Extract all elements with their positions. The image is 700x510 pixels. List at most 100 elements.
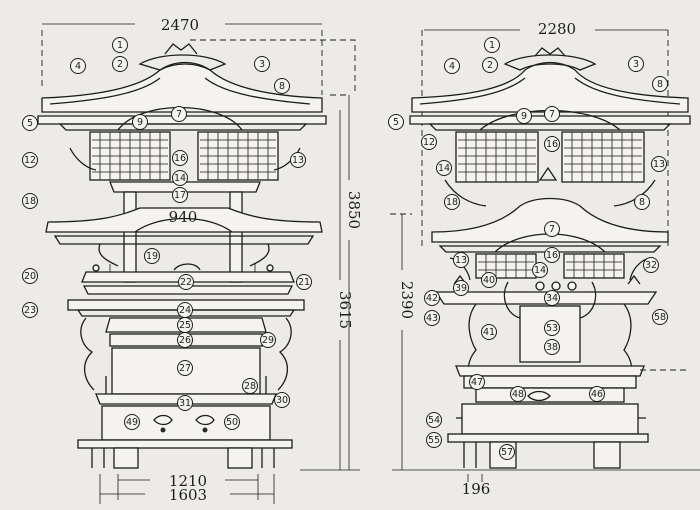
- svg-text:55: 55: [428, 435, 440, 446]
- dim-left-base-outer: 1603: [169, 486, 207, 504]
- right-callout-4: 4: [444, 58, 460, 74]
- right-callout-41: 41: [481, 324, 497, 340]
- svg-text:22: 22: [180, 277, 192, 288]
- svg-text:50: 50: [226, 417, 238, 428]
- dim-left-base-inner: 1210: [169, 472, 207, 490]
- right-callout-32: 32: [643, 257, 659, 273]
- svg-text:3: 3: [259, 59, 265, 70]
- right-callout-40: 40: [481, 272, 497, 288]
- right-callout-7: 7: [544, 221, 560, 237]
- svg-text:14: 14: [534, 265, 546, 276]
- left-callout-12: 12: [22, 152, 38, 168]
- left-callout-18: 18: [22, 193, 38, 209]
- svg-text:16: 16: [546, 250, 558, 261]
- right-callout-42: 42: [424, 290, 440, 306]
- left-callout-28: 28: [242, 378, 258, 394]
- svg-text:7: 7: [549, 224, 555, 235]
- left-callout-2: 2: [112, 56, 128, 72]
- svg-text:7: 7: [176, 109, 182, 120]
- left-callout-27: 27: [177, 360, 193, 376]
- right-callout-16: 16: [544, 247, 560, 263]
- right-callout-55: 55: [426, 432, 442, 448]
- svg-text:47: 47: [471, 377, 483, 388]
- svg-text:1: 1: [489, 40, 495, 51]
- svg-text:20: 20: [24, 271, 36, 282]
- svg-text:18: 18: [446, 197, 458, 208]
- right-callout-47: 47: [469, 374, 485, 390]
- left-callout-14: 14: [172, 170, 188, 186]
- svg-text:28: 28: [244, 381, 256, 392]
- left-callout-5: 5: [22, 115, 38, 131]
- left-callout-49: 49: [124, 414, 140, 430]
- left-elevation: [37, 23, 360, 504]
- svg-text:8: 8: [639, 197, 645, 208]
- left-callout-13: 13: [290, 152, 306, 168]
- left-callout-8: 8: [274, 78, 290, 94]
- svg-text:34: 34: [546, 293, 558, 304]
- svg-text:58: 58: [654, 312, 666, 323]
- right-callout-54: 54: [426, 412, 442, 428]
- left-callout-19: 19: [144, 248, 160, 264]
- svg-text:14: 14: [438, 163, 450, 174]
- svg-text:8: 8: [279, 81, 285, 92]
- svg-text:41: 41: [483, 327, 495, 338]
- svg-text:57: 57: [501, 447, 513, 458]
- right-callout-8: 8: [652, 76, 668, 92]
- right-callout-46: 46: [589, 386, 605, 402]
- svg-text:25: 25: [179, 320, 191, 331]
- svg-text:27: 27: [179, 363, 191, 374]
- svg-text:14: 14: [174, 173, 186, 184]
- left-callout-9: 9: [132, 114, 148, 130]
- svg-text:2: 2: [117, 59, 123, 70]
- left-callout-16: 16: [172, 150, 188, 166]
- left-callout-30: 30: [274, 392, 290, 408]
- svg-text:13: 13: [455, 255, 467, 266]
- right-callout-38: 38: [544, 339, 560, 355]
- right-callout-14: 14: [436, 160, 452, 176]
- left-callout-1: 1: [112, 37, 128, 53]
- svg-text:39: 39: [455, 283, 467, 294]
- svg-text:29: 29: [262, 335, 274, 346]
- dim-left-pillar-span: 940: [169, 208, 198, 226]
- svg-text:24: 24: [179, 305, 191, 316]
- svg-text:8: 8: [657, 79, 663, 90]
- svg-text:5: 5: [27, 118, 33, 129]
- svg-text:18: 18: [24, 196, 36, 207]
- svg-text:4: 4: [449, 61, 455, 72]
- right-callout-53: 53: [544, 320, 560, 336]
- dim-left-height-mid: 3615: [336, 291, 354, 329]
- right-callout-48: 48: [510, 386, 526, 402]
- bracket-cluster-left: [89, 131, 171, 181]
- svg-text:21: 21: [298, 277, 310, 288]
- left-callout-3: 3: [254, 56, 270, 72]
- left-callout-22: 22: [178, 274, 194, 290]
- left-callout-25: 25: [177, 317, 193, 333]
- right-callout-2: 2: [482, 57, 498, 73]
- svg-text:3: 3: [633, 59, 639, 70]
- svg-text:40: 40: [483, 275, 495, 286]
- svg-text:46: 46: [591, 389, 603, 400]
- svg-text:43: 43: [426, 313, 438, 324]
- right-callout-8: 8: [634, 194, 650, 210]
- svg-text:12: 12: [423, 137, 435, 148]
- right-callout-16: 16: [544, 136, 560, 152]
- svg-text:9: 9: [137, 117, 143, 128]
- left-callout-21: 21: [296, 274, 312, 290]
- svg-text:1: 1: [117, 40, 123, 51]
- left-callout-26: 26: [177, 332, 193, 348]
- svg-text:17: 17: [174, 190, 186, 201]
- svg-text:49: 49: [126, 417, 138, 428]
- left-callout-4: 4: [70, 58, 86, 74]
- svg-text:48: 48: [512, 389, 524, 400]
- right-elevation: [390, 29, 700, 482]
- right-callout-13: 13: [453, 252, 469, 268]
- right-callout-12: 12: [421, 134, 437, 150]
- right-callout-43: 43: [424, 310, 440, 326]
- svg-text:5: 5: [393, 117, 399, 128]
- svg-text:32: 32: [645, 260, 657, 271]
- svg-text:16: 16: [546, 139, 558, 150]
- left-callout-50: 50: [224, 414, 240, 430]
